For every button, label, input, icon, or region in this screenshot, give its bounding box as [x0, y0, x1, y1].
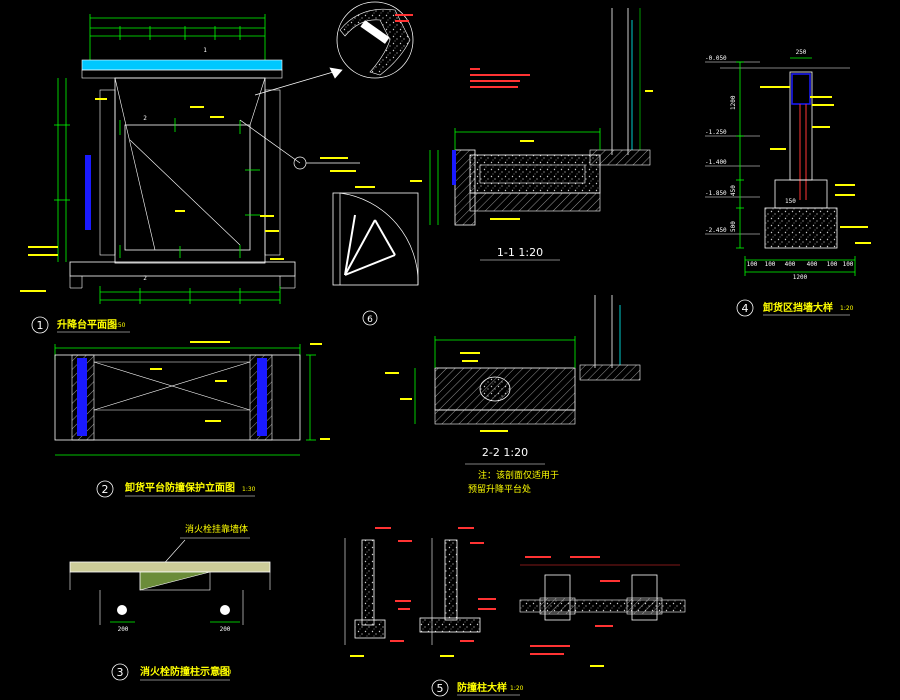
plan-pit-outline	[114, 77, 266, 264]
wall-view-number-circle	[736, 299, 754, 317]
detail-circle-notes	[395, 14, 413, 22]
plan-left-blue-column	[85, 155, 91, 230]
plan-leader-lines	[239, 67, 360, 170]
hydrant-view-title: 消火栓防撞柱示意图	[140, 665, 230, 678]
wall-side-dim-3: 500	[730, 221, 737, 232]
wall-bottom-dim-3: 400	[785, 261, 796, 268]
wall-inner-dim: 150	[785, 198, 796, 205]
wall-side-dim-2: 450	[730, 185, 737, 196]
hydrant-view-number-circle	[111, 663, 129, 681]
plan-axis-top: 1	[203, 47, 207, 54]
plan-slab-edge	[81, 69, 283, 79]
wall-view-scale: 1:20	[840, 305, 854, 312]
hydrant-dim-right: 200	[220, 626, 231, 633]
bollard-view-number: 5	[437, 682, 444, 695]
section-1-1-label: 1-1 1:20	[497, 246, 543, 259]
view-lift-platform-plan: 1 2 2 1 升降台平面图 1:50	[20, 14, 360, 334]
wall-level-4: -1.850	[705, 190, 727, 197]
section-2-2-note-line1: 注：该剖面仅适用于	[478, 469, 559, 481]
plan-top-dimensions	[89, 14, 266, 62]
wall-bottom-dim-4: 400	[807, 261, 818, 268]
plan-bottom-dimensions	[99, 286, 281, 304]
plan-view-title: 升降台平面图	[57, 318, 117, 331]
wall-bottom-dim-2: 100	[765, 261, 776, 268]
plan-diagonals	[114, 77, 266, 251]
hydrant-wall-label: 消火栓挂靠墙体	[185, 523, 248, 535]
elevation-view-title: 卸货平台防撞保护立面图	[125, 481, 235, 494]
section-1-1-red-notes	[470, 68, 530, 88]
plan-platform-outline	[124, 124, 251, 251]
plan-top-slab	[81, 59, 283, 71]
plan-base	[69, 261, 296, 277]
plan-view-scale: 1:50	[112, 322, 126, 329]
wall-level-3: -1.400	[705, 159, 727, 166]
wall-level-1: -0.050	[705, 55, 727, 62]
detail-circle-top	[336, 1, 414, 79]
view-dock-guard-elevation: 2 卸货平台防撞保护立面图 1:30	[54, 341, 330, 498]
plan-base-footings	[69, 276, 296, 289]
hydrant-view-scale: 1:30	[218, 669, 232, 676]
section-2-2-note-line2: 预留升降平台处	[468, 483, 531, 495]
plan-view-number-circle	[31, 316, 49, 334]
hydrant-view-number: 3	[117, 666, 124, 679]
elevation-view-number: 2	[102, 483, 109, 496]
plan-left-dimensions	[54, 78, 70, 262]
wall-view-title: 卸货区挡墙大样	[763, 301, 833, 314]
plan-tick-marks	[119, 118, 260, 258]
view-dock-retaining-wall: -0.050 -1.250 -1.400 -1.850 -2.450 1200 …	[705, 49, 871, 317]
bollard-view-scale: 1:20	[510, 685, 524, 692]
wall-view-number: 4	[742, 302, 749, 315]
wall-bottom-total: 1200	[793, 274, 808, 281]
wall-bottom-dim-1: 100	[747, 261, 758, 268]
elevation-view-scale: 1:30	[242, 486, 256, 493]
view-hydrant-guard: 消火栓挂靠墙体 200 200 3 消火栓防撞柱示意图 1:30	[69, 523, 271, 681]
plan-left-wall	[99, 89, 116, 256]
wall-top-dim: 250	[796, 49, 807, 56]
section-2-2-label: 2-2 1:20	[482, 446, 528, 459]
detail-6-number: 6	[367, 315, 373, 325]
wall-level-5: -2.450	[705, 227, 727, 234]
section-1-1: 1-1 1:20	[410, 8, 653, 261]
section-2-2: 2-2 1:20 注：该剖面仅适用于 预留升降平台处	[385, 295, 641, 495]
bollard-view-number-circle	[431, 679, 449, 697]
view-bollard-detail: 5 防撞柱大样 1:20	[344, 527, 686, 697]
detail-6-number-circle	[362, 310, 378, 326]
plan-axis-bottom: 2	[143, 275, 147, 282]
plan-annotation-marks	[20, 98, 356, 292]
plan-view-number: 1	[37, 319, 44, 332]
wall-bottom-dim-6: 100	[843, 261, 854, 268]
detail-6-swing: 6	[332, 186, 419, 326]
wall-level-2: -1.250	[705, 129, 727, 136]
wall-bottom-dim-5: 100	[827, 261, 838, 268]
hydrant-dim-left: 200	[118, 626, 129, 633]
wall-side-dim-1: 1200	[730, 95, 737, 110]
elevation-view-number-circle	[96, 480, 114, 498]
plan-axis-left: 2	[143, 115, 147, 122]
bollard-view-title: 防撞柱大样	[457, 681, 507, 694]
